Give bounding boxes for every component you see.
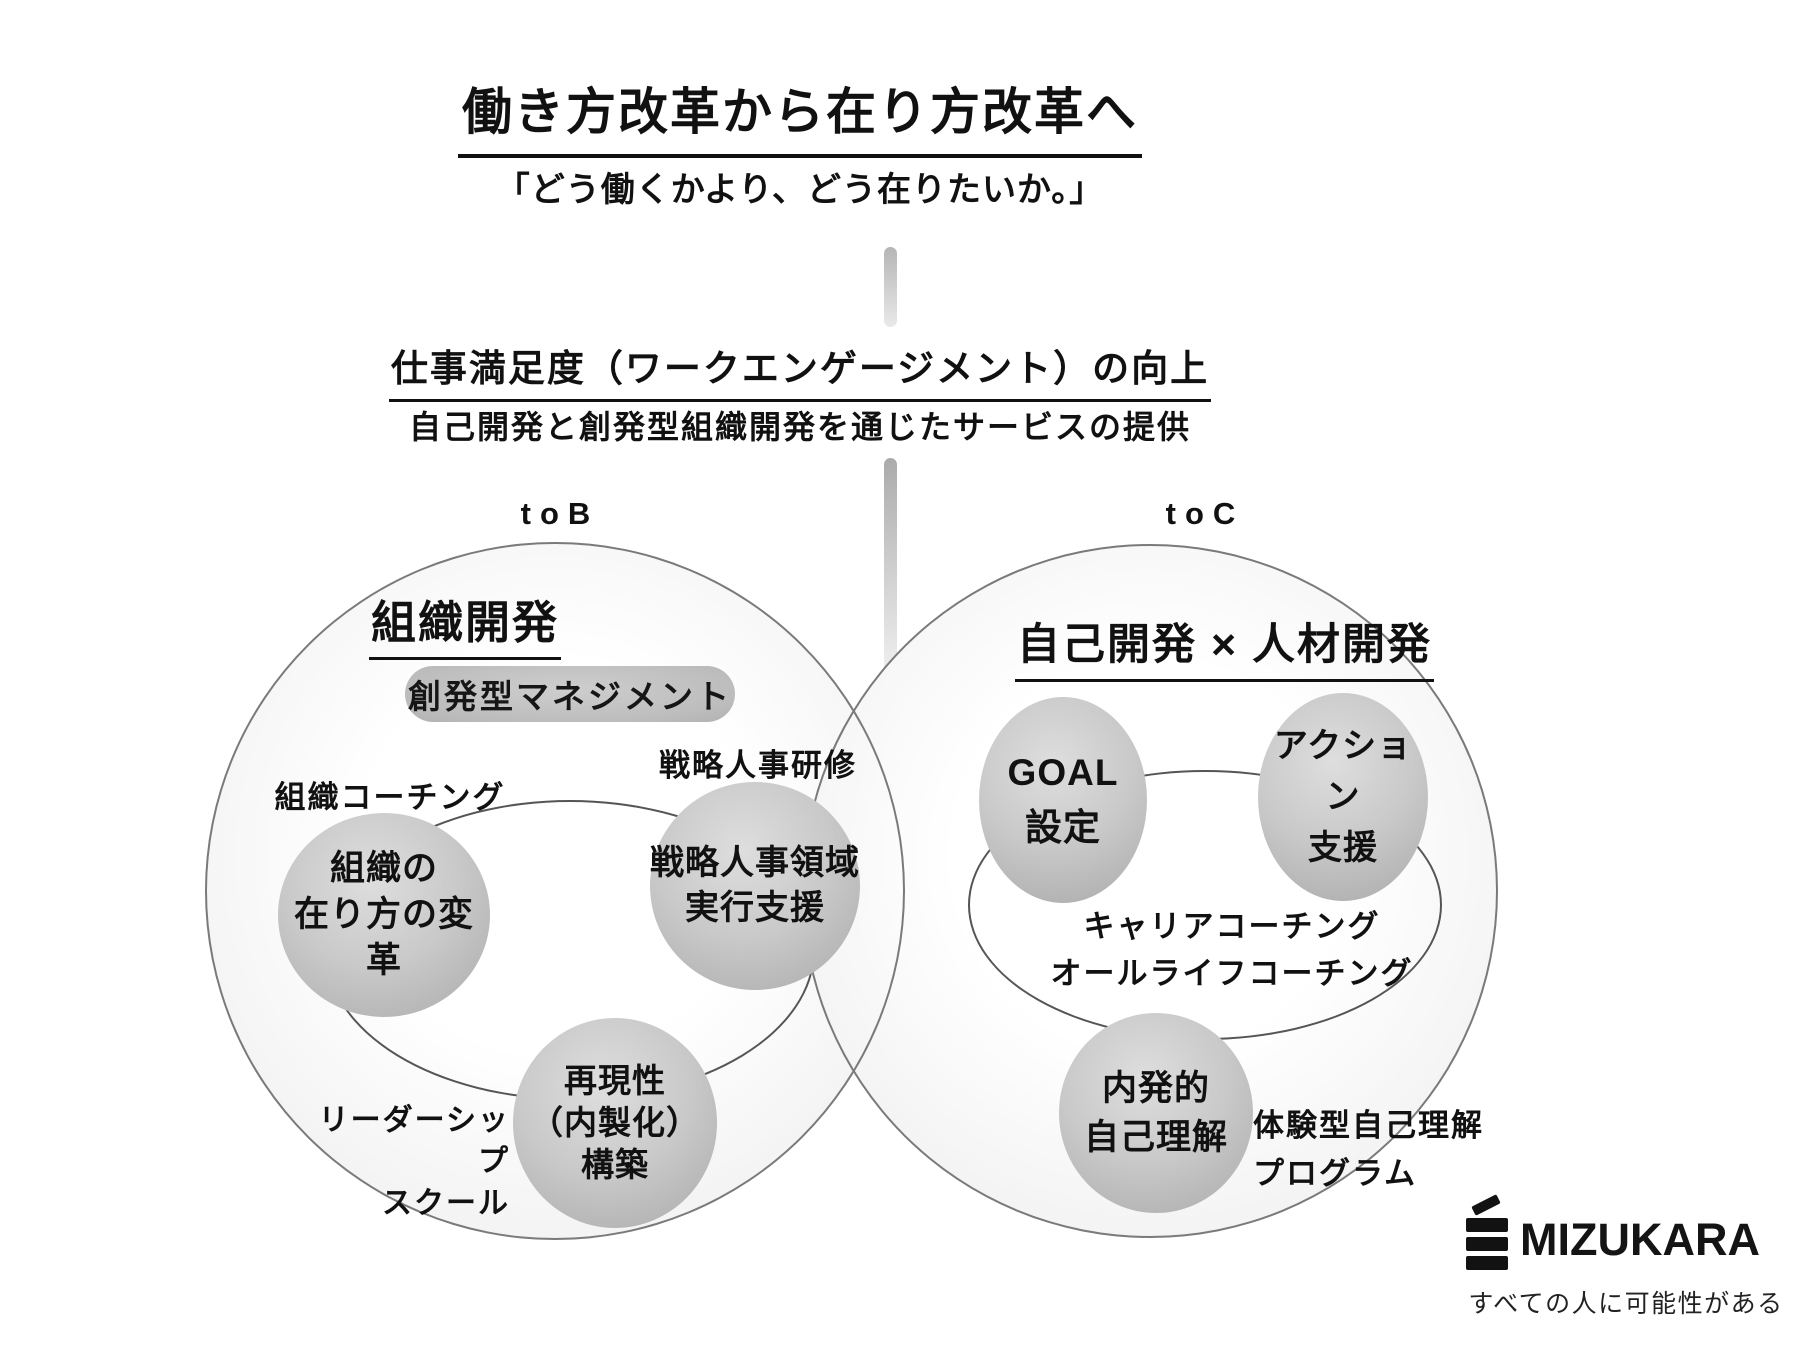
tob-heading: 組織開発 [340, 586, 590, 660]
logo-bar-icon [1466, 1256, 1508, 1270]
tob-segment-label: toB [520, 496, 600, 531]
toc-segment-label: toC [1165, 496, 1245, 531]
bubble-intrinsic-self-understanding: 内発的 自己理解 [1059, 1013, 1253, 1213]
page-subtitle: 「どう働くかより、どう在りたいか。」 [495, 171, 1105, 209]
strategic-hr-training-label: 戦略人事研修 [659, 748, 857, 783]
goal-subheading: 自己開発と創発型組織開発を通じたサービスの提供 [408, 409, 1191, 445]
bubble-reproducibility: 再現性 （内製化） 構築 [513, 1018, 717, 1228]
connector-line-top [884, 247, 897, 327]
logo-accent-bar-icon [1471, 1194, 1501, 1216]
career-coaching-label: キャリアコーチング オールライフコーチング [1050, 909, 1414, 992]
emergent-management-pill: 創発型マネジメント [405, 666, 735, 722]
logo-bar-icon [1466, 1237, 1508, 1251]
connector-line-bottom [884, 458, 897, 696]
org-coaching-label: 組織コーチング [274, 780, 506, 815]
experience-program-label: 体験型自己理解 プログラム [1253, 1108, 1484, 1192]
toc-heading: 自己開発 × 人材開発 [1015, 610, 1435, 682]
bubble-org-transform: 組織の 在り方の変革 [278, 813, 490, 1017]
mizukara-logo-icon [1462, 1194, 1512, 1276]
bubble-action-support: アクション 支援 [1258, 693, 1428, 901]
page-title: 働き方改革から在り方改革へ [400, 72, 1200, 158]
bubble-goal-setting: GOAL 設定 [979, 697, 1147, 903]
brand-tagline: すべての人に可能性がある [1468, 1290, 1784, 1318]
goal-heading: 仕事満足度（ワークエンゲージメント）の向上 [300, 338, 1300, 402]
bubble-strategic-hr-support: 戦略人事領域 実行支援 [650, 782, 860, 990]
leadership-school-label: リーダーシップ スクール [318, 1104, 510, 1220]
logo-bar-icon [1466, 1218, 1508, 1232]
brand-name: MIZUKARA [1520, 1214, 1760, 1265]
